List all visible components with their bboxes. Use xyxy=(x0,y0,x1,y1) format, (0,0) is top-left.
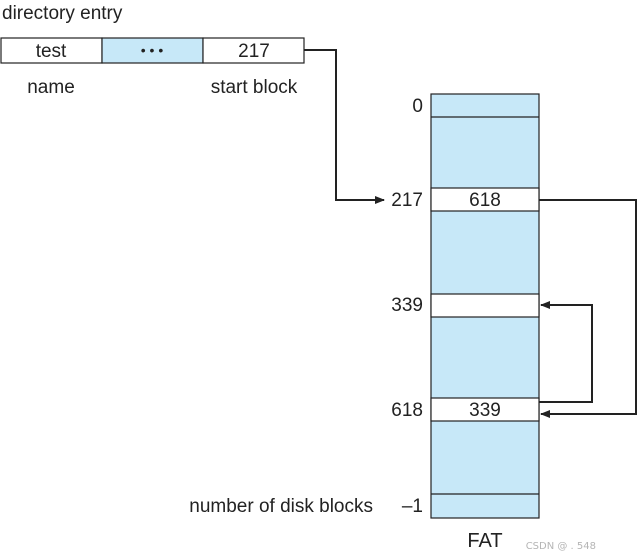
fat-index-last: –1 xyxy=(402,496,423,517)
name-label: name xyxy=(27,77,75,98)
start-block-label: start block xyxy=(211,77,298,98)
start-block-cell xyxy=(202,37,305,64)
fat-index-0: 0 xyxy=(412,96,423,117)
ellipsis-value: • • • xyxy=(141,42,164,58)
fat-index-618: 618 xyxy=(391,400,423,421)
chain-arrow-618 xyxy=(539,199,637,418)
fat-value-339: 339 xyxy=(469,400,501,421)
directory-entry-heading: directory entry xyxy=(2,3,123,24)
disk-blocks-label: number of disk blocks xyxy=(189,496,373,517)
fat-entry-339 xyxy=(430,293,540,318)
name-value: test xyxy=(36,41,67,62)
fat-index-217: 217 xyxy=(391,190,423,211)
start-block-value: 217 xyxy=(238,41,270,62)
fat-table: 618 339 xyxy=(430,93,540,519)
name-cell xyxy=(0,37,103,64)
fat-value-618: 618 xyxy=(469,190,501,211)
start-block-arrow xyxy=(304,49,385,204)
directory-entry-record: test • • • 217 xyxy=(0,37,305,64)
fat-index-339: 339 xyxy=(391,295,423,316)
ellipsis-cell xyxy=(101,37,204,64)
chain-arrow-339 xyxy=(539,301,593,403)
watermark: CSDN @ . 548 xyxy=(526,541,596,552)
fat-entry-618 xyxy=(430,397,540,422)
fat-caption: FAT xyxy=(467,530,502,552)
